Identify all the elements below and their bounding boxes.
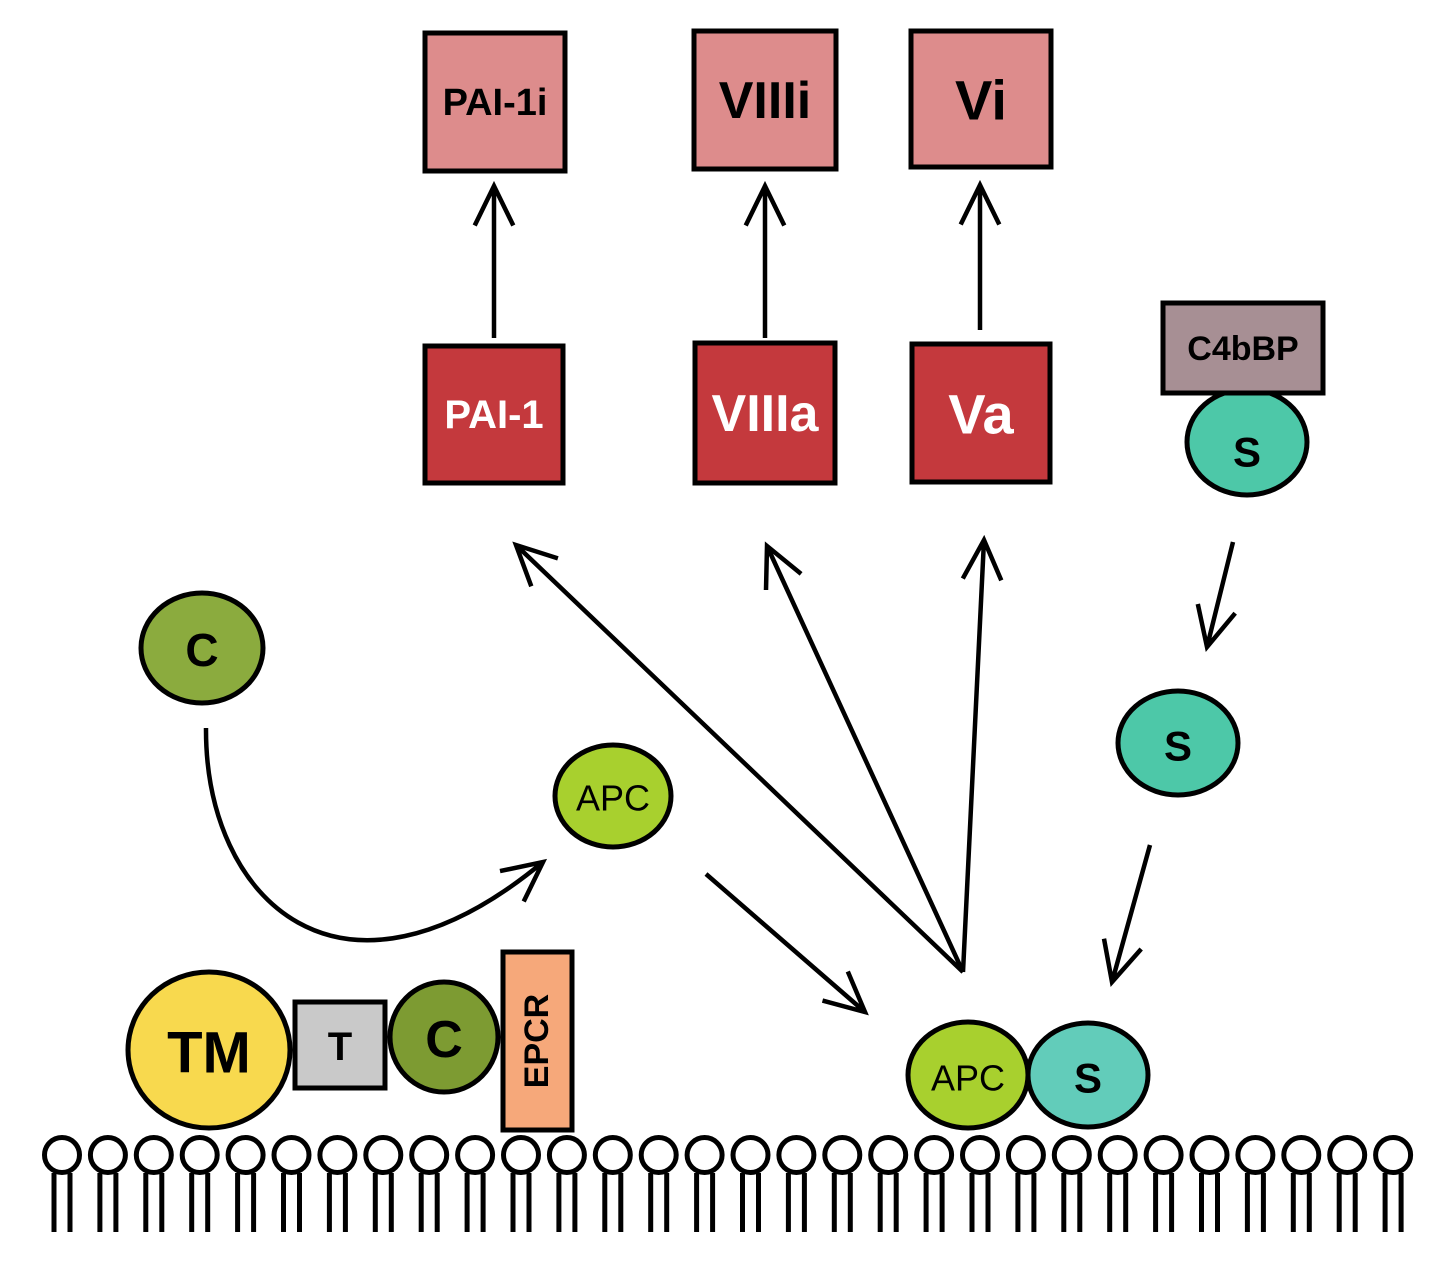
arrow-apc-s-complex-to-pai1 <box>512 541 965 974</box>
arrow-c-to-apc <box>203 727 548 943</box>
lipid-head <box>179 1135 220 1175</box>
lipid-head <box>1189 1135 1230 1175</box>
node-protein-c-free: C <box>138 590 266 706</box>
tm-label: TM <box>167 1021 251 1086</box>
lipid-head <box>317 1135 358 1175</box>
node-protein-c-bound: C <box>387 979 501 1095</box>
lipid-head <box>638 1135 679 1175</box>
node-apc-free: APC <box>552 742 674 850</box>
epcr-box <box>500 949 575 1133</box>
lipid-head <box>1143 1135 1184 1175</box>
arrow-apc-s-complex-to-va <box>960 534 1004 973</box>
lipid-head <box>501 1135 541 1175</box>
c4bbp-s-label: S <box>1233 429 1261 476</box>
lipid-head <box>409 1135 450 1175</box>
arrow-viiia-to-viiii <box>743 180 787 338</box>
lipid-head <box>730 1135 771 1175</box>
protein-s-bound-label: S <box>1074 1055 1102 1102</box>
vi-label: Vi <box>955 69 1007 132</box>
lipid-head <box>87 1135 128 1175</box>
viiia-label: VIIIa <box>712 385 820 443</box>
arrow-pai1-to-pai1i <box>472 180 516 338</box>
protein-s-bound-circle <box>1025 1020 1151 1130</box>
arrow-s-to-membrane-complex <box>1101 844 1153 987</box>
apc-free-circle <box>552 742 674 850</box>
lipid-head <box>960 1135 1000 1175</box>
node-epcr: EPCR <box>500 949 575 1133</box>
lipid-head <box>1097 1135 1138 1175</box>
protein-c-free-label: C <box>185 624 218 676</box>
lipid-head <box>822 1135 863 1175</box>
lipid-head <box>546 1135 587 1175</box>
c4bbp-label: C4bBP <box>1187 330 1298 368</box>
apc-free-label: APC <box>576 778 650 819</box>
viiii-box <box>691 28 839 172</box>
node-vi: Vi <box>908 28 1054 170</box>
lipid-head <box>914 1135 955 1175</box>
membrane-lipids <box>42 1135 1414 1232</box>
c4bbp-box <box>1160 300 1326 396</box>
node-va: Va <box>909 341 1053 485</box>
lipid-head <box>455 1135 496 1175</box>
lipid-head <box>1235 1135 1276 1175</box>
viiia-box <box>692 340 838 486</box>
protein-s-free-label: S <box>1164 723 1192 770</box>
lipid-head <box>1373 1135 1414 1175</box>
arrow-apc-s-complex-to-viiia <box>763 541 966 973</box>
pai1i-box <box>422 30 568 174</box>
protein-c-free-circle <box>138 590 266 706</box>
lipid-head <box>133 1135 174 1175</box>
node-tm: TM <box>125 969 293 1131</box>
node-apc-bound: APC <box>905 1019 1031 1131</box>
vi-box <box>908 28 1054 170</box>
lipid-head <box>225 1135 266 1175</box>
va-label: Va <box>948 383 1014 446</box>
lipid-head <box>1005 1135 1046 1175</box>
lipid-head <box>776 1135 817 1175</box>
lipid-head <box>1051 1135 1092 1175</box>
viiii-label: VIIIi <box>719 72 811 130</box>
apc-bound-label: APC <box>931 1058 1005 1099</box>
arrow-apc-to-membrane-complex <box>704 872 869 1016</box>
thrombin-label: T <box>328 1025 352 1069</box>
lipid-head <box>363 1135 404 1175</box>
lipid-head <box>592 1135 633 1175</box>
lipid-head <box>684 1135 725 1175</box>
protein-c-bound-circle <box>387 979 501 1095</box>
lipid-head <box>271 1135 312 1175</box>
node-viiii: VIIIi <box>691 28 839 172</box>
lipid-head <box>42 1135 82 1175</box>
node-viiia: VIIIa <box>692 340 838 486</box>
node-pai1i: PAI-1i <box>422 30 568 174</box>
pai1-label: PAI-1 <box>444 393 543 437</box>
node-protein-s-bound: S <box>1025 1020 1151 1130</box>
pai1i-label: PAI-1i <box>443 82 548 124</box>
tm-circle <box>125 969 293 1131</box>
arrow-va-to-vi <box>958 179 1002 330</box>
arrow-c4bbp-s-to-s <box>1195 541 1237 652</box>
lipid-head <box>1327 1135 1368 1175</box>
arrows-layer <box>203 179 1237 1016</box>
protein-c-bound-label: C <box>425 1011 463 1069</box>
lipid-head <box>868 1135 909 1175</box>
lipid-head <box>1281 1135 1322 1175</box>
epcr-label: EPCR <box>518 994 556 1088</box>
thrombin-box <box>292 999 388 1091</box>
node-thrombin: T <box>292 999 388 1091</box>
pai1-box <box>422 343 566 486</box>
va-box <box>909 341 1053 485</box>
node-pai1: PAI-1 <box>422 343 566 486</box>
node-protein-s-free: S <box>1115 688 1241 798</box>
node-c4bbp-s-complex: S C4bBP <box>1160 300 1326 498</box>
protein-s-free-circle <box>1115 688 1241 798</box>
